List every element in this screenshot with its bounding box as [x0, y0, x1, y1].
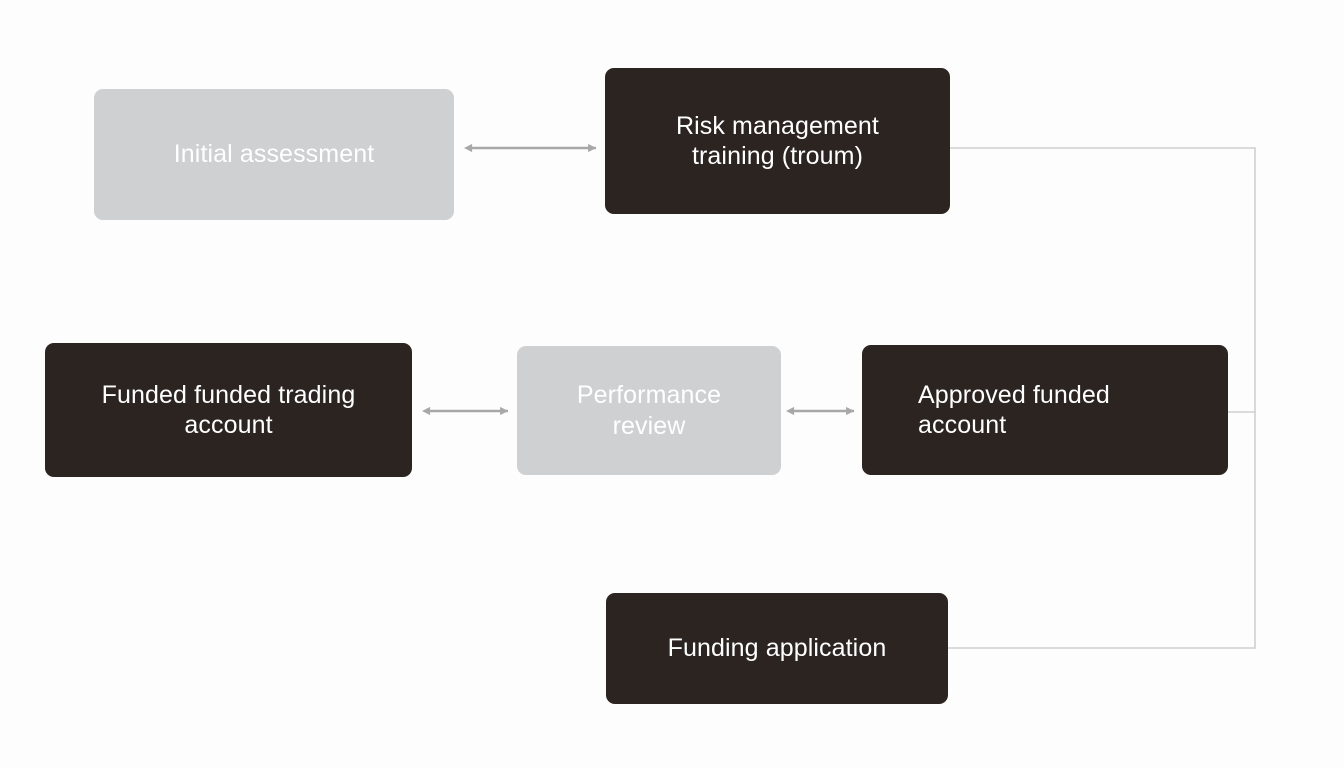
node-funding-application[interactable]: Funding application [606, 593, 948, 704]
node-risk-management-training[interactable]: Risk management training (troum) [605, 68, 950, 214]
node-performance-review-label: Performance review [576, 381, 722, 440]
node-funded-trading-account[interactable]: Funded funded trading account [45, 343, 412, 477]
node-funded-trading-account-label: Funded funded trading account [101, 380, 356, 440]
node-approved-funded-account[interactable]: Approved funded account [862, 345, 1228, 475]
node-funding-application-label: Funding application [667, 634, 887, 663]
node-initial-assessment[interactable]: Initial assessment [94, 89, 454, 220]
node-initial-assessment-label: Initial assessment [173, 140, 375, 169]
node-risk-management-training-label: Risk management training (troum) [676, 111, 879, 171]
node-approved-funded-account-label: Approved funded account [918, 380, 1110, 440]
node-performance-review[interactable]: Performance review [517, 346, 781, 475]
